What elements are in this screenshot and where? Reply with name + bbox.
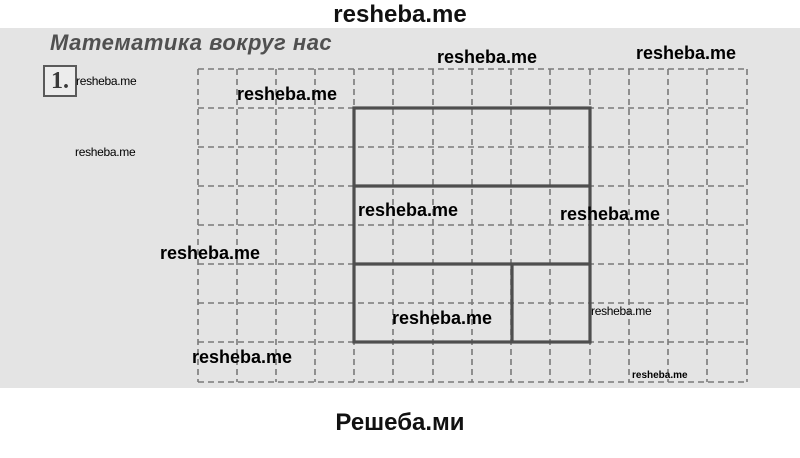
figure-outline — [352, 106, 592, 344]
watermark: resheba.me — [560, 204, 661, 224]
watermark: resheba.me — [358, 200, 459, 220]
watermark: resheba.me — [75, 145, 136, 159]
dashed-grid — [197, 68, 748, 383]
watermark: resheba.me — [76, 74, 137, 88]
grid-figure — [197, 68, 748, 383]
watermark: resheba.me — [437, 47, 538, 67]
watermark: resheba.me — [237, 84, 338, 104]
watermark: resheba.me — [632, 370, 688, 381]
watermark: resheba.me — [192, 347, 293, 367]
watermark: resheba.me — [636, 43, 737, 63]
watermark: resheba.me — [392, 308, 493, 328]
bottom-watermark: Решеба.ми — [0, 388, 800, 436]
textbook-page: Математика вокруг нас 1. — [0, 28, 800, 388]
section-title: Математика вокруг нас — [50, 30, 333, 55]
top-watermark: resheba.me — [0, 0, 800, 28]
exercise-number: 1. — [43, 65, 77, 97]
watermark: resheba.me — [160, 243, 261, 263]
watermark: resheba.me — [591, 304, 652, 318]
